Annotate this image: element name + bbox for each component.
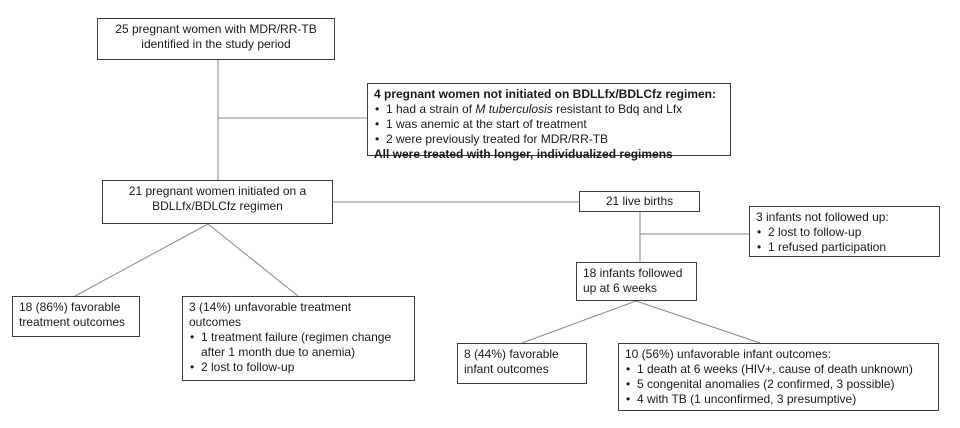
not-initiated-footer: All were treated with longer, individual… [374, 147, 673, 161]
identified-line-2: identified in the study period [141, 37, 291, 51]
followed-line-2: up at 6 weeks [583, 281, 658, 295]
unfavorable-treatment-list: 1 treatment failure (regimen change afte… [189, 330, 408, 375]
not-initiated-item: 1 was anemic at the start of treatment [374, 117, 724, 132]
unfavorable-infant-heading: 10 (56%) unfavorable infant outcomes: [625, 347, 832, 361]
unfavorable-treatment-item: 1 treatment failure (regimen change afte… [189, 330, 408, 360]
infants-followed-box: 18 infants followed up at 6 weeks [576, 262, 697, 301]
unfavorable-infant-list: 1 death at 6 weeks (HIV+, cause of death… [625, 362, 932, 407]
identified-women-box: 25 pregnant women with MDR/RR-TB identif… [97, 18, 335, 60]
connector-initiated-to-unfavorable [207, 223, 299, 297]
unfavorable-infant-box: 10 (56%) unfavorable infant outcomes: 1 … [618, 343, 939, 411]
unfavorable-infant-item: 5 congenital anomalies (2 confirmed, 3 p… [625, 377, 932, 392]
unfavorable-treatment-box: 3 (14%) unfavorable treatment outcomes 1… [182, 296, 415, 381]
connector-followed-to-unfavorable-infant [635, 300, 761, 344]
favorable-treatment-line-2: treatment outcomes [19, 315, 126, 329]
initiated-line-1: 21 pregnant women initiated on a [128, 184, 307, 198]
favorable-infant-box: 8 (44%) favorable infant outcomes [457, 343, 587, 384]
identified-line-1: 25 pregnant women with MDR/RR-TB [115, 22, 317, 36]
not-followed-item: 1 refused participation [756, 240, 933, 255]
live-births-box: 21 live births [579, 191, 700, 212]
not-initiated-list: 1 had a strain of M tuberculosis resista… [374, 102, 724, 147]
not-followed-list: 2 lost to follow-up 1 refused participat… [756, 225, 933, 255]
infants-not-followed-box: 3 infants not followed up: 2 lost to fol… [749, 206, 940, 257]
not-followed-item: 2 lost to follow-up [756, 225, 933, 240]
favorable-treatment-box: 18 (86%) favorable treatment outcomes [12, 296, 140, 337]
unfavorable-infant-item: 1 death at 6 weeks (HIV+, cause of death… [625, 362, 932, 377]
initiated-women-box: 21 pregnant women initiated on a BDLLfx/… [102, 180, 333, 224]
followed-line-1: 18 infants followed [583, 266, 683, 280]
unfavorable-infant-item: 4 with TB (1 unconfirmed, 3 presumptive) [625, 392, 932, 407]
not-initiated-heading: 4 pregnant women not initiated on BDLLfx… [374, 87, 716, 101]
favorable-infant-line-2: infant outcomes [464, 362, 549, 376]
not-initiated-box: 4 pregnant women not initiated on BDLLfx… [367, 83, 731, 161]
connector-initiated-to-favorable [74, 223, 209, 297]
not-initiated-item: 1 had a strain of M tuberculosis resista… [374, 102, 724, 117]
favorable-infant-line-1: 8 (44%) favorable [464, 347, 559, 361]
favorable-treatment-line-1: 18 (86%) favorable [19, 300, 121, 314]
initiated-line-2: BDLLfx/BDLCfz regimen [152, 199, 283, 213]
unfavorable-treatment-heading-1: 3 (14%) unfavorable treatment [189, 300, 352, 314]
live-births-text: 21 live births [605, 194, 674, 208]
connector-followed-to-favorable-infant [521, 300, 637, 344]
unfavorable-treatment-heading-2: outcomes [189, 315, 242, 329]
unfavorable-treatment-item: 2 lost to follow-up [189, 360, 408, 375]
not-followed-heading: 3 infants not followed up: [756, 210, 889, 224]
not-initiated-item: 2 were previously treated for MDR/RR-TB [374, 132, 724, 147]
